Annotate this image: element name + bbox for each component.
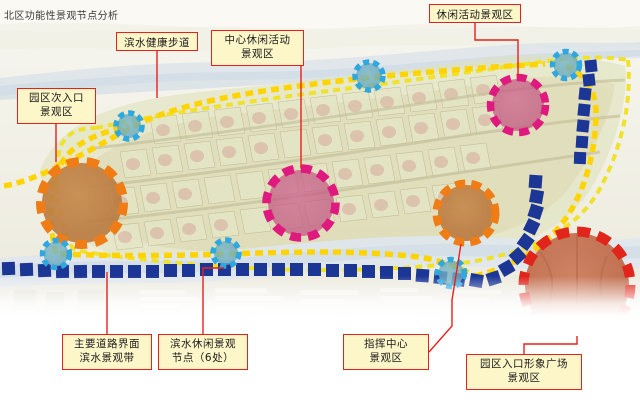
waterfront-node-1 <box>39 237 73 271</box>
waterfront-node-3 <box>210 237 242 269</box>
page-title: 北区功能性景观节点分析 <box>4 11 119 22</box>
leader-entrance-plaza <box>523 336 578 354</box>
waterfront-node-4 <box>352 59 386 93</box>
label-waterfront-nodes[interactable]: 滨水休闲景观 节点（6处） <box>158 334 248 370</box>
label-waterfront-trail[interactable]: 滨水健康步道 <box>116 32 198 51</box>
label-main-road-belt[interactable]: 主要道路界面 滨水景观带 <box>62 334 152 370</box>
label-command-center[interactable]: 指挥中心 景观区 <box>343 334 429 370</box>
waterfront-node-5 <box>549 48 583 82</box>
boundary-yellow-east <box>469 59 631 264</box>
waterfront-node-2 <box>113 110 145 142</box>
map-graphics <box>0 0 640 316</box>
parcel-grid <box>79 74 626 251</box>
site-plan-map[interactable] <box>0 0 640 316</box>
road-band-east <box>582 59 598 87</box>
label-leisure-activity[interactable]: 休闲活动景观区 <box>429 4 521 23</box>
waterfront-trail-east <box>474 63 599 279</box>
label-entrance-plaza[interactable]: 园区入口形象广场 景观区 <box>466 354 582 390</box>
label-sub-entrance[interactable]: 园区次入口 景观区 <box>17 88 96 124</box>
node-sub-entrance <box>36 157 128 249</box>
node-central-leisure <box>262 164 340 242</box>
node-leisure-activity <box>486 73 550 137</box>
label-central-leisure[interactable]: 中心休闲活动 景观区 <box>211 30 304 66</box>
node-command-center <box>432 179 500 247</box>
